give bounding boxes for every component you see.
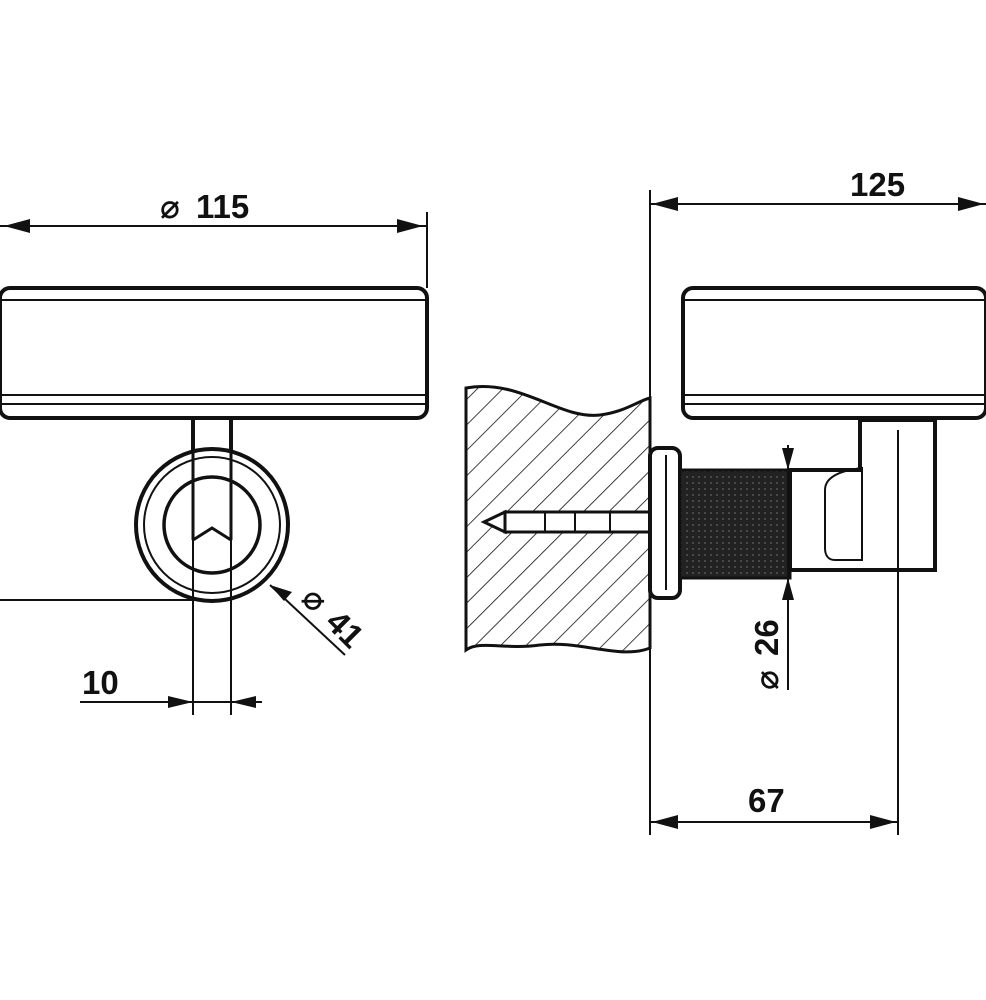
dim-wall-offset: 67: [649, 430, 899, 835]
front-view: ⌀ 115 ⌀ 41 10: [0, 188, 429, 715]
dim-front-diameter-symbol: ⌀: [160, 188, 180, 225]
dim-rosette-diameter-value: 26: [748, 619, 785, 656]
arm-bracket-detail: [824, 466, 863, 561]
side-view: 125 ⌀ 26 67: [464, 166, 986, 835]
front-dish-body: [0, 286, 429, 420]
wall-screw: [480, 509, 652, 535]
dim-rosette-diameter-symbol: ⌀: [748, 670, 785, 690]
dim-stem-width-value: 10: [82, 664, 119, 701]
knurled-sleeve: [678, 468, 792, 580]
dim-side-depth: 125: [649, 166, 986, 398]
front-wall-ring: [134, 420, 290, 603]
dim-wall-offset-value: 67: [748, 782, 785, 819]
side-dish-body: [681, 286, 986, 420]
dim-front-diameter: ⌀ 115: [0, 188, 428, 288]
dim-front-diameter-value: 115: [196, 188, 249, 225]
dim-stem-width: 10: [80, 540, 262, 715]
dim-ring-diameter-value: 41: [319, 603, 371, 655]
dim-ring-diameter: ⌀ 41: [269, 579, 371, 656]
dim-side-depth-value: 125: [850, 166, 905, 203]
dim-rosette-diameter: ⌀ 26: [748, 445, 794, 690]
